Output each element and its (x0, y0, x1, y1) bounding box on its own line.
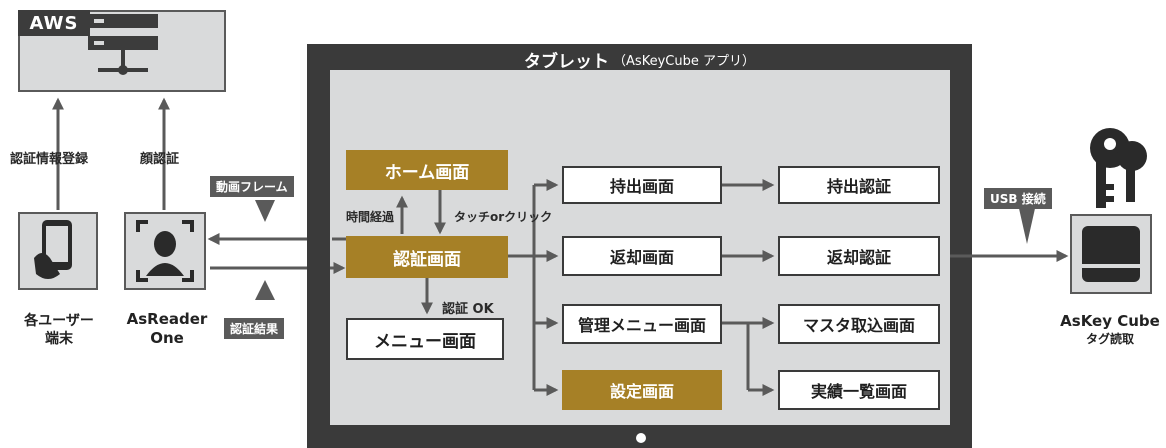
results-list-box: 実績一覧画面 (778, 370, 940, 410)
auth-result-label: 認証結果 (224, 318, 285, 339)
askey-cube-icon (1082, 226, 1140, 282)
user-terminal-caption: 各ユーザー 端末 (14, 312, 104, 348)
admin-menu-screen-box: 管理メニュー画面 (562, 304, 722, 344)
touch-label: タッチorクリック (454, 210, 553, 224)
askey-caption: AsKey Cube タグ読取 (1054, 312, 1166, 347)
user-terminal-line2: 端末 (45, 331, 73, 347)
settings-screen-box: 設定画面 (562, 370, 722, 410)
master-import-box: マスタ取込画面 (778, 304, 940, 344)
tablet-title: タブレット （AsKeyCube アプリ） (307, 44, 972, 74)
video-frame-label: 動画フレーム (210, 176, 294, 197)
key-icon (1090, 128, 1147, 208)
checkout-screen-box: 持出画面 (562, 166, 722, 204)
checkout-auth-box: 持出認証 (778, 166, 940, 204)
askey-line1: AsKey Cube (1060, 312, 1160, 330)
menu-screen-box: メニュー画面 (346, 318, 504, 360)
face-auth-label: 顔認証 (140, 152, 180, 167)
timeout-label: 時間経過 (346, 210, 395, 224)
tablet-subtitle: （AsKeyCube アプリ） (613, 53, 755, 69)
server-icon (88, 14, 158, 75)
asreader-caption: AsReader One (122, 310, 212, 348)
aws-label: AWS (18, 10, 90, 36)
auth-ok-label: 認証 OK (442, 302, 494, 317)
face-scan-icon (136, 220, 194, 282)
return-screen-box: 返却画面 (562, 236, 722, 276)
return-auth-box: 返却認証 (778, 236, 940, 276)
user-terminal-line1: 各ユーザー (24, 313, 94, 329)
asreader-line2: One (150, 329, 184, 347)
asreader-line1: AsReader (126, 310, 208, 328)
smartphone-icon (34, 220, 72, 279)
register-label: 認証情報登録 (10, 152, 89, 167)
usb-label: USB 接続 (984, 188, 1052, 209)
tablet-home-button (636, 433, 646, 443)
askey-line2: タグ読取 (1085, 332, 1134, 346)
tablet-title-text: タブレット (524, 51, 610, 72)
auth-screen-box: 認証画面 (346, 236, 508, 278)
home-screen-box: ホーム画面 (346, 150, 508, 190)
